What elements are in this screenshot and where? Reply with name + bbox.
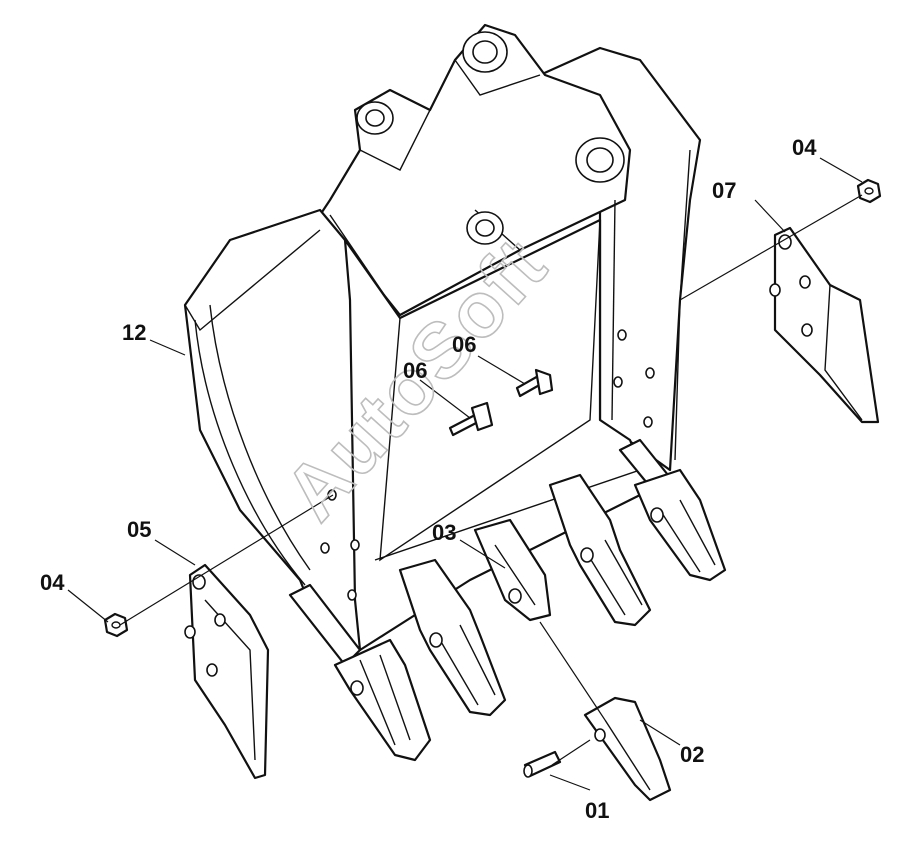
part-05-side-cutter (184, 563, 270, 780)
callout-03: 03 (432, 520, 456, 545)
tooth-2 (398, 558, 507, 717)
part-06-bolt-right (515, 368, 554, 398)
callout-12: 12 (122, 320, 146, 345)
tooth-1 (333, 638, 432, 762)
callout-02: 02 (680, 742, 704, 767)
callout-04-left: 04 (40, 570, 65, 595)
tooth-4 (548, 473, 652, 627)
callout-05: 05 (127, 517, 151, 542)
tooth-5 (633, 468, 727, 582)
part-06-bolt-left (448, 401, 494, 437)
callout-04-right: 04 (792, 135, 817, 160)
part-04-nut-right (856, 178, 882, 204)
leader-lines (67, 157, 863, 791)
callout-06-left: 06 (403, 358, 427, 383)
part-04-nut-left (103, 612, 129, 638)
part-01-pin (523, 750, 562, 778)
tooth-3-adapter (473, 518, 552, 622)
part-02-tooth (583, 696, 672, 802)
callout-06-right: 06 (452, 332, 476, 357)
callout-07: 07 (712, 178, 736, 203)
callout-01: 01 (585, 798, 609, 823)
callout-labels: 12 05 04 06 06 03 04 07 02 01 (40, 135, 817, 823)
bucket-body (183, 23, 702, 667)
part-07-side-cutter (769, 226, 880, 424)
teeth-row (333, 468, 727, 762)
